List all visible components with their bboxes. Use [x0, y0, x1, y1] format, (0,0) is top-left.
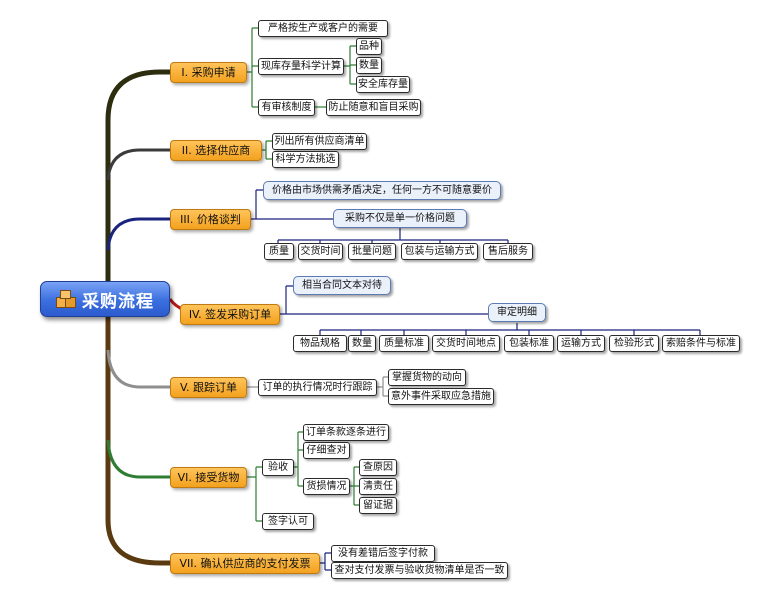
root-topic[interactable]: 采购流程: [40, 281, 170, 317]
node-batch-issue[interactable]: 批量问题: [348, 243, 396, 260]
root-title: 采购流程: [82, 291, 154, 312]
branch-select-supplier[interactable]: II. 选择供应商: [170, 140, 262, 161]
node-quality-standard[interactable]: 质量标准: [379, 335, 429, 352]
node-claim-terms[interactable]: 索赔条件与标准: [662, 335, 740, 352]
node-order-quantity[interactable]: 数量: [348, 335, 376, 352]
node-find-cause[interactable]: 查原因: [359, 459, 397, 476]
node-packaging-standard[interactable]: 包装标准: [504, 335, 554, 352]
node-emergency-measures[interactable]: 意外事件采取应急措施: [388, 388, 494, 405]
node-review-details[interactable]: 审定明细: [488, 303, 546, 322]
node-not-only-price[interactable]: 采购不仅是单一价格问题: [333, 209, 467, 228]
node-execution-tracking[interactable]: 订单的执行情况时行跟踪: [258, 379, 377, 396]
node-check-invoice[interactable]: 查对支付发票与验收货物清单是否一致: [331, 562, 508, 579]
node-delivery-place[interactable]: 交货时间地点: [432, 335, 500, 352]
node-terms-check[interactable]: 订单条款逐条进行: [303, 424, 389, 441]
branch-track-order[interactable]: V. 跟踪订单: [170, 377, 247, 398]
node-inspection-form[interactable]: 检验形式: [609, 335, 659, 352]
node-keep-evidence[interactable]: 留证据: [359, 497, 397, 514]
node-variety[interactable]: 品种: [356, 38, 382, 55]
trunk-upper: [105, 69, 170, 281]
node-packaging-transport[interactable]: 包装与运输方式: [401, 243, 478, 260]
branch-purchase-request[interactable]: I. 采购申请: [170, 62, 247, 83]
node-acceptance[interactable]: 验收: [262, 459, 294, 476]
node-stock-calc[interactable]: 现库存量科学计算: [258, 58, 344, 75]
connector-ii: [106, 148, 170, 181]
node-careful-check[interactable]: 仔细查对: [303, 442, 350, 459]
node-contract-text[interactable]: 相当合同文本对待: [293, 276, 391, 295]
connector-iii: [106, 217, 170, 251]
node-spec[interactable]: 物品规格: [293, 335, 347, 352]
node-assign-responsibility[interactable]: 清责任: [359, 478, 397, 495]
boxes-icon: [56, 290, 76, 308]
node-strict-demand[interactable]: 严格按生产或客户的需要: [258, 20, 388, 37]
node-list-suppliers[interactable]: 列出所有供应商清单: [272, 133, 367, 150]
node-damage-status[interactable]: 货损情况: [303, 478, 350, 495]
trunk-lower: [105, 317, 170, 566]
node-market-price[interactable]: 价格由市场供需矛盾决定，任何一方不可随意要价: [263, 181, 501, 200]
branch-confirm-invoice[interactable]: VII. 确认供应商的支付发票: [170, 553, 320, 574]
branch-receive-goods[interactable]: VI. 接受货物: [170, 467, 247, 488]
branch-issue-order[interactable]: IV. 签发采购订单: [180, 304, 280, 325]
connector-vi: [106, 439, 170, 479]
node-prevent-random[interactable]: 防止随意和盲目采购: [326, 99, 421, 116]
node-after-sales[interactable]: 售后服务: [483, 243, 533, 260]
node-goods-movement[interactable]: 掌握货物的动向: [388, 369, 466, 386]
node-sign-confirm[interactable]: 签字认可: [262, 513, 314, 530]
node-sign-payment[interactable]: 没有差错后签字付款: [331, 545, 435, 562]
node-delivery-time[interactable]: 交货时间: [298, 243, 343, 260]
connector-v: [106, 349, 170, 389]
node-quality[interactable]: 质量: [264, 243, 294, 260]
node-quantity[interactable]: 数量: [356, 57, 382, 74]
node-audit-system[interactable]: 有审核制度: [258, 99, 315, 116]
node-safety-stock[interactable]: 安全库存量: [356, 76, 410, 93]
node-transport-mode[interactable]: 运输方式: [557, 335, 605, 352]
branch-price-negotiation[interactable]: III. 价格谈判: [170, 209, 251, 230]
node-scientific-selection[interactable]: 科学方法挑选: [272, 151, 339, 168]
